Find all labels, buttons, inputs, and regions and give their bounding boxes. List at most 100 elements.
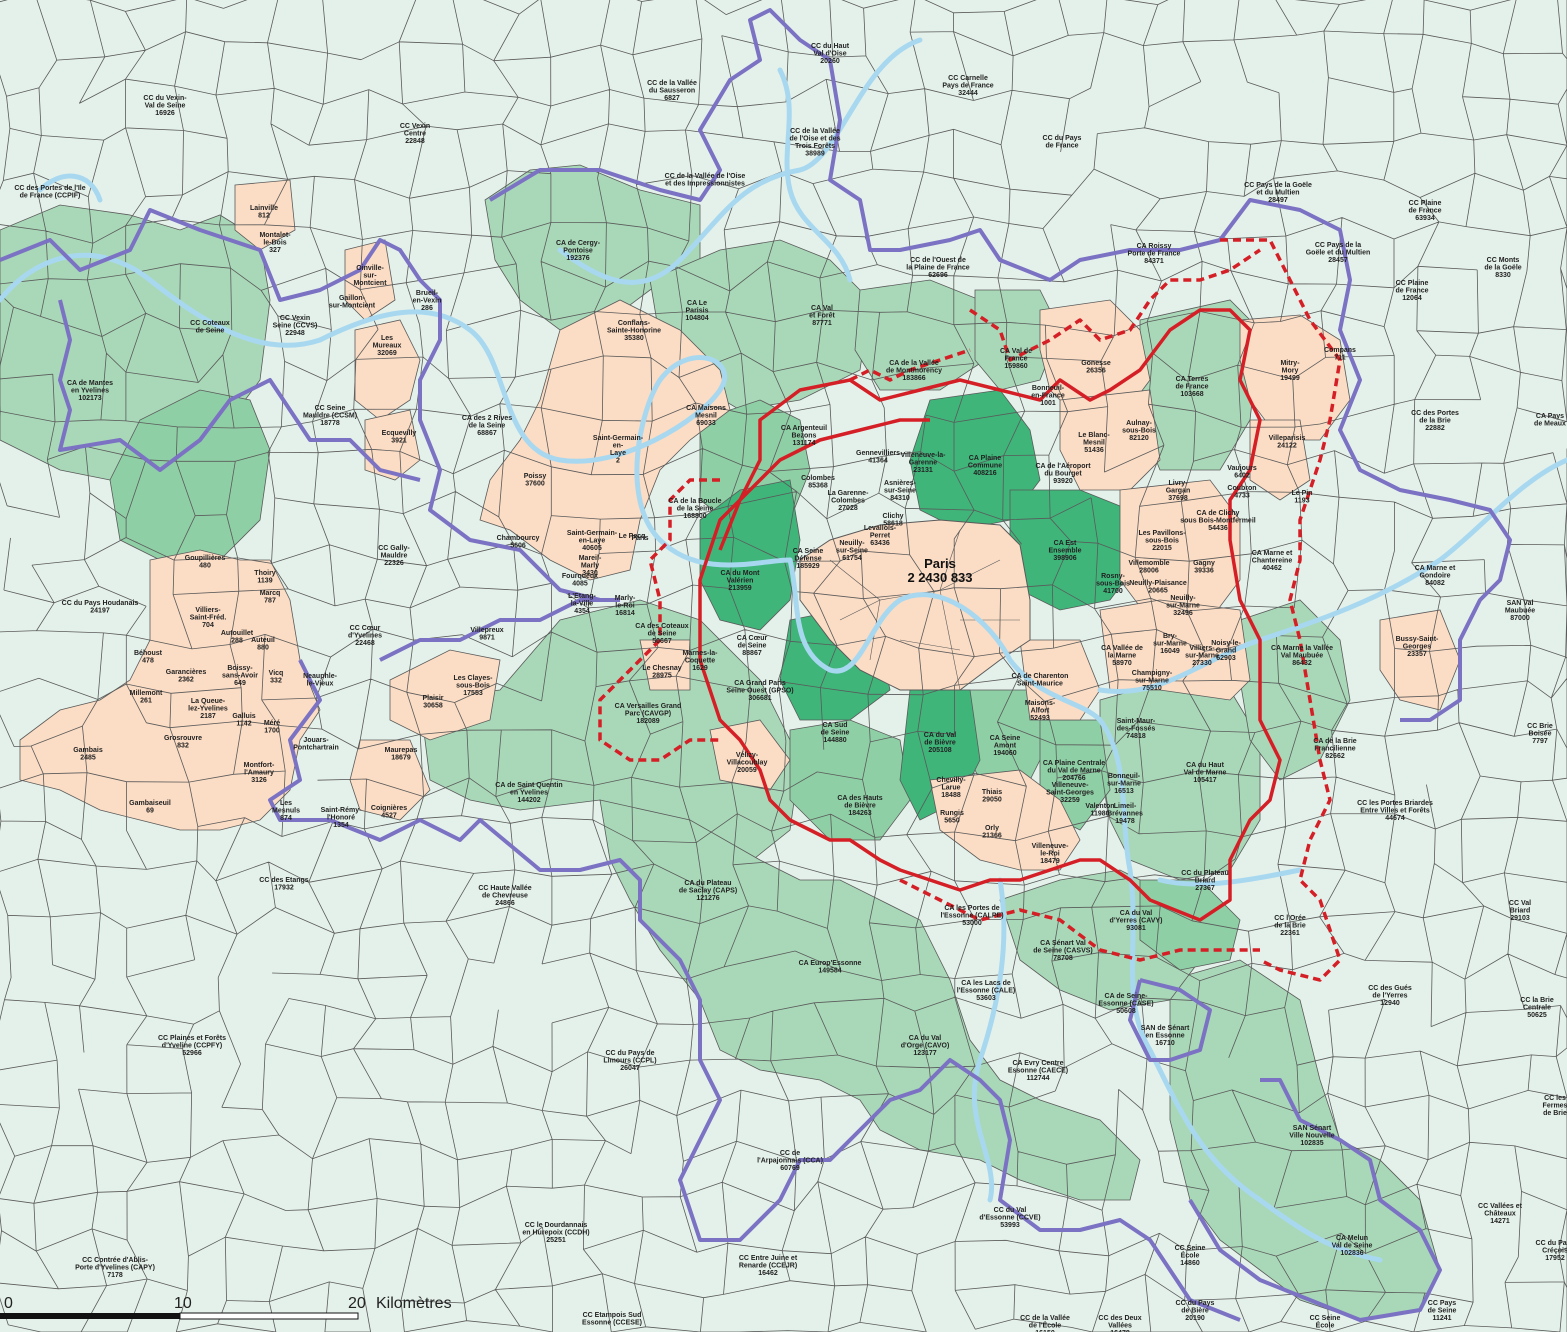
label-line: 25251 bbox=[546, 1237, 566, 1244]
label-line: Coignières bbox=[371, 805, 407, 812]
label-line: Goupillières bbox=[185, 555, 226, 562]
label-line: CC Vexin bbox=[280, 315, 310, 322]
label-line: sous-Bois bbox=[1145, 538, 1179, 545]
label-line: 1354 bbox=[333, 822, 349, 829]
ca-boundary-main bbox=[698, 308, 1282, 922]
label-line: l'Essonne (CALE) bbox=[957, 988, 1015, 995]
oise-river-north bbox=[777, 67, 853, 283]
label-line: 2485 bbox=[80, 755, 96, 762]
label-line: CC du Haut bbox=[811, 43, 850, 50]
label-line: Villemomble bbox=[1128, 560, 1169, 567]
label-line: 16710 bbox=[1155, 1040, 1175, 1047]
label-line: Briard bbox=[1510, 908, 1531, 915]
seine-river-paris bbox=[787, 557, 1383, 1263]
label-line: Perret bbox=[870, 533, 891, 540]
label-line: CC du Pays bbox=[1043, 135, 1082, 142]
label-line: Neuilly-Plaisance bbox=[1129, 580, 1187, 587]
label-line: 184263 bbox=[848, 810, 871, 817]
label-line: sur-Marne bbox=[1153, 641, 1187, 648]
label-line: Saint-Fréd. bbox=[190, 615, 227, 622]
label-line: Saint-Germain- bbox=[567, 530, 618, 537]
label-line: le-Roi bbox=[615, 603, 635, 610]
label-line: 14271 bbox=[1490, 1218, 1510, 1225]
label-line: 32444 bbox=[958, 90, 978, 97]
label-line: 37698 bbox=[1168, 495, 1188, 502]
label-line: sur-Marne bbox=[1107, 781, 1141, 788]
label-line: Garancières bbox=[166, 669, 207, 676]
label-line: Georges bbox=[1403, 644, 1432, 651]
label-line: 16513 bbox=[1114, 788, 1134, 795]
label-line: Le Pin bbox=[1291, 490, 1312, 497]
label-line: CC du Pays de bbox=[605, 1050, 654, 1057]
label-line: 18479 bbox=[1040, 858, 1060, 865]
label-line: de France bbox=[1045, 143, 1078, 150]
label-line: CA de Clichy bbox=[1197, 510, 1240, 517]
label-line: Grand bbox=[1216, 648, 1237, 655]
seine-river-west bbox=[0, 252, 793, 568]
label-line: Rosny- bbox=[1101, 573, 1125, 580]
label-line: Saint-Maur- bbox=[1117, 718, 1156, 725]
label-line: 20190 bbox=[1185, 1315, 1205, 1322]
ca-mont-valerien-dark bbox=[699, 479, 801, 631]
label-neauphle: Neauphle-le-Vieux bbox=[303, 673, 338, 688]
label-line: CC des Etangs bbox=[259, 877, 309, 884]
label-line: 398906 bbox=[1053, 555, 1076, 562]
label-line: 1629 bbox=[692, 665, 708, 672]
label-line: CC de la Vallée de l'Oise bbox=[665, 173, 746, 180]
cc-boundaries bbox=[0, 8, 1512, 1322]
label-line: 112744 bbox=[1027, 1075, 1050, 1082]
label-line: CC des Portes bbox=[1411, 410, 1459, 417]
label-line: Val de Marne bbox=[1184, 770, 1227, 777]
label-line: CA Plaine bbox=[969, 455, 1002, 462]
label-line: 1142 bbox=[236, 721, 251, 728]
label-line: CA de Mantes bbox=[67, 380, 113, 387]
label-line: de la Seine bbox=[677, 506, 714, 513]
label-line: du Sausseron bbox=[649, 88, 695, 95]
label-line: 20059 bbox=[737, 767, 757, 774]
label-line: Neauphle- bbox=[303, 673, 338, 680]
ca-boundary-dashed-east bbox=[1220, 238, 1342, 982]
label-line: 22948 bbox=[285, 330, 305, 337]
label-line: Fermes bbox=[1543, 1103, 1567, 1110]
label-line: de la Goële bbox=[1484, 265, 1521, 272]
label-line: Le Pecq bbox=[619, 533, 646, 540]
label-line: 192376 bbox=[566, 255, 589, 262]
label-line: Les bbox=[280, 800, 292, 807]
label-line: 18778 bbox=[320, 420, 340, 427]
label-line: 82662 bbox=[1325, 753, 1345, 760]
label-line: Paris bbox=[631, 535, 648, 542]
label-line: CC la Brie bbox=[1520, 997, 1554, 1004]
label-line: Thoiry bbox=[254, 570, 275, 577]
label-line: 787 bbox=[264, 598, 276, 605]
scale-tick-10: 10 bbox=[174, 1295, 192, 1312]
label-line: lez-Yvelines bbox=[188, 706, 228, 713]
label-line: Alfort bbox=[1031, 708, 1050, 715]
